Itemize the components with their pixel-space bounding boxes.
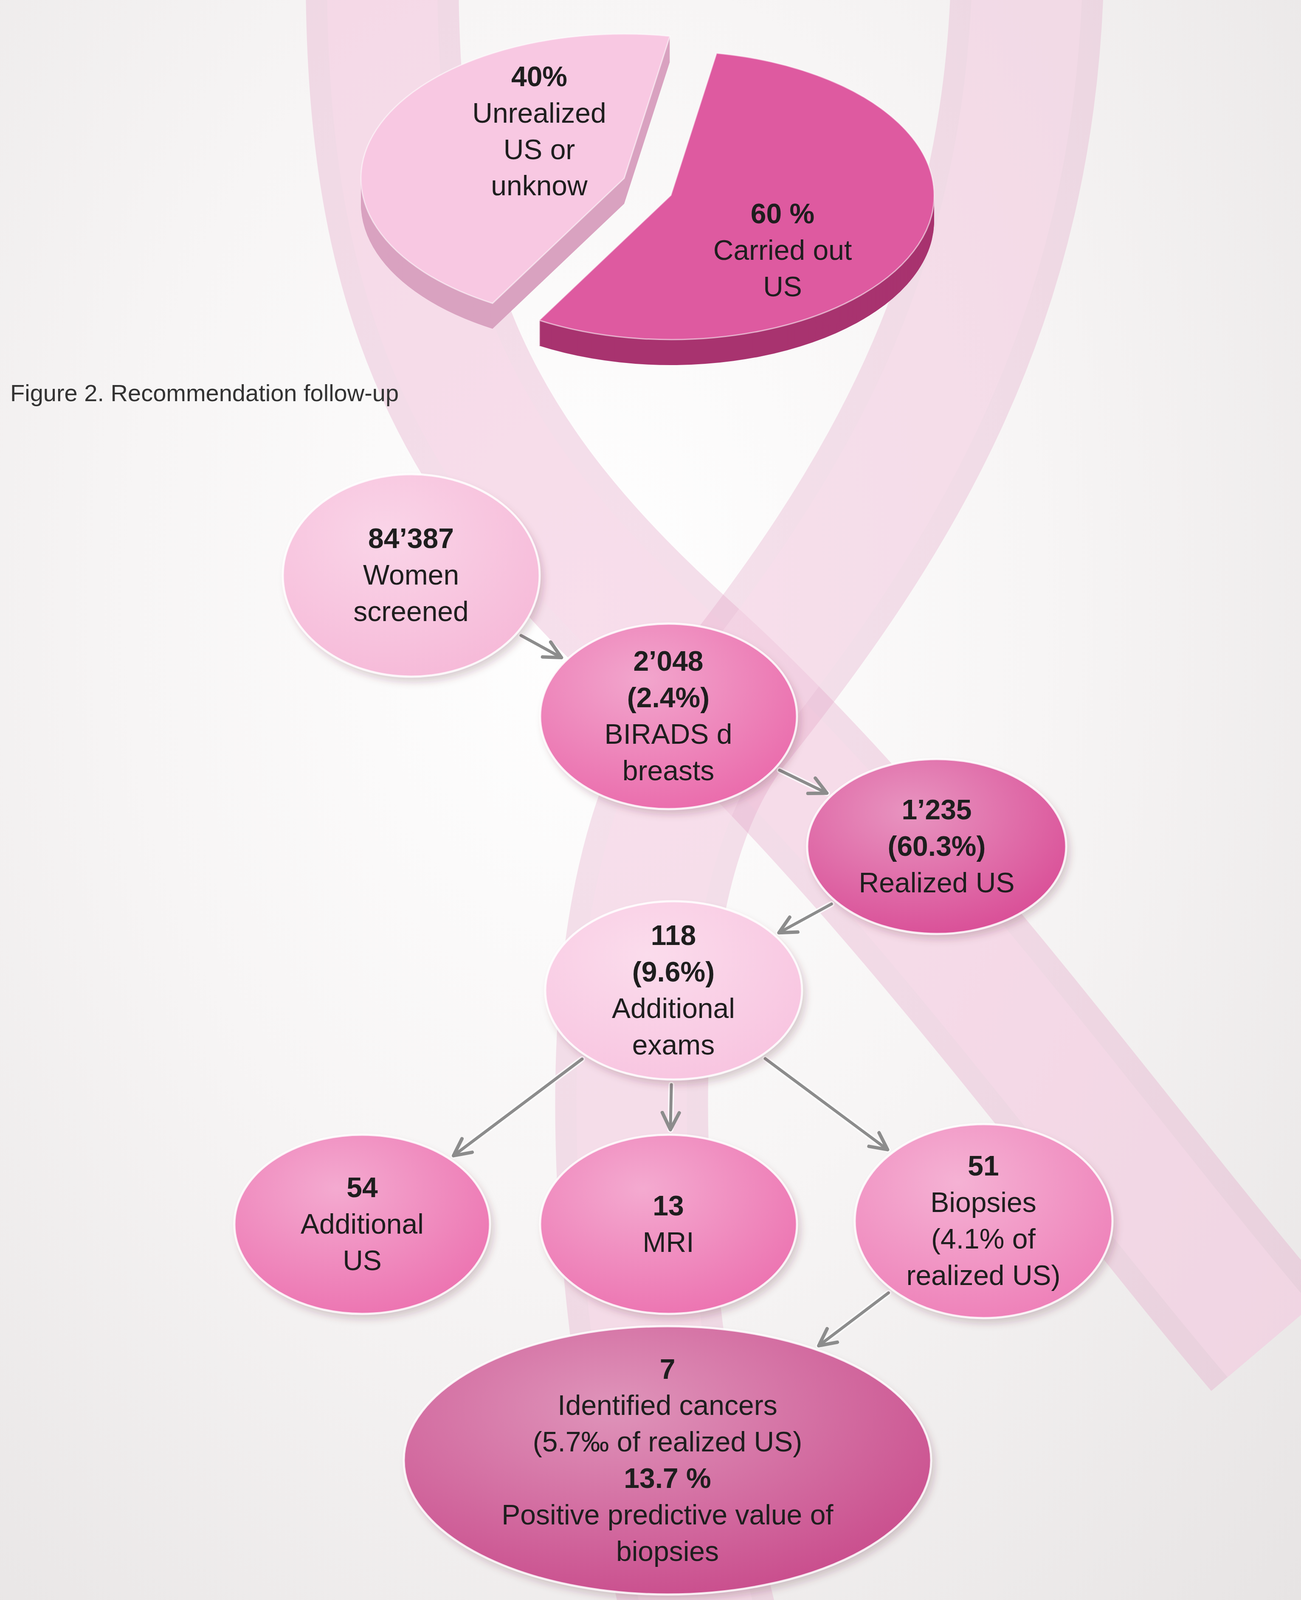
figure-caption: Figure 2. Recommendation follow-up xyxy=(10,378,399,408)
arrow-connector xyxy=(818,1292,889,1347)
arrow-connector xyxy=(520,635,562,658)
flow-ellipse: 2’048(2.4%)BIRADS d breasts xyxy=(538,622,799,812)
connector-halo xyxy=(520,635,562,658)
flow-ellipse: 1’235(60.3%)Realized US xyxy=(805,757,1068,936)
connector-halo xyxy=(779,770,827,794)
node-label: (2.4%) xyxy=(585,679,752,717)
connector-group xyxy=(670,1084,672,1130)
connector-halo xyxy=(818,1292,889,1347)
ellipse-fill xyxy=(234,1134,490,1315)
node-text-block: 13MRI xyxy=(538,1133,799,1316)
connector-group xyxy=(818,1292,889,1347)
result-ellipse: 7Identified cancers (5.7‰ of realized US… xyxy=(402,1324,933,1597)
node-value: 54 xyxy=(279,1169,445,1207)
node-text-block: 118(9.6%)Additional exams xyxy=(543,899,804,1082)
node-label: BIRADS d breasts xyxy=(585,716,752,790)
node-value: 51 xyxy=(900,1148,1067,1185)
node-value: 84’387 xyxy=(328,520,494,558)
node-text-block: 40%Unrealized US or unknow xyxy=(462,58,616,205)
node-label: Identified cancers (5.7‰ of realized US) xyxy=(518,1387,817,1461)
node-text-block: 51Biopsies (4.1% of realized US) xyxy=(853,1122,1115,1321)
connector-group xyxy=(779,770,827,794)
flow-ellipse: 118(9.6%)Additional exams xyxy=(543,899,804,1082)
node-value: 13 xyxy=(585,1188,752,1225)
node-value: 2’048 xyxy=(585,643,752,680)
flow-ellipse: 84’387Women screened xyxy=(281,472,542,679)
node-label: MRI xyxy=(585,1224,752,1262)
node-label: Additional exams xyxy=(590,990,757,1064)
node-shape xyxy=(534,47,940,371)
connector-halo xyxy=(453,1059,583,1157)
connector-group xyxy=(778,903,832,933)
ellipse-fill xyxy=(540,623,797,810)
node-text-block: 60 %Carried out US xyxy=(706,195,859,305)
connector-group xyxy=(453,1059,583,1157)
node-text-block: 7Identified cancers (5.7‰ of realized US… xyxy=(402,1324,933,1597)
ellipse-fill xyxy=(282,474,540,677)
node-label: Women screened xyxy=(328,557,494,631)
node-value: 118 xyxy=(590,917,757,955)
flow-ellipse: 13MRI xyxy=(538,1133,799,1316)
pie-slice: 60 %Carried out US xyxy=(534,47,940,371)
node-text-block: 84’387Women screened xyxy=(281,472,542,679)
node-label: Carried out US xyxy=(706,232,859,306)
node-value: 1’235 xyxy=(853,791,1020,829)
ellipse-fill xyxy=(854,1124,1113,1319)
connector-halo xyxy=(765,1058,888,1150)
ellipse-fill xyxy=(807,759,1067,935)
node-label: Positive predictive value of biopsies xyxy=(493,1497,842,1571)
node-shape xyxy=(538,1133,799,1316)
pie-slice-top xyxy=(539,53,935,340)
node-value: 7 xyxy=(518,1351,817,1389)
arrow-connector xyxy=(765,1058,888,1150)
arrow-connector xyxy=(453,1059,583,1157)
ellipse-fill xyxy=(403,1326,932,1595)
node-label: Unrealized US or unknow xyxy=(462,95,616,205)
node-text-block: 1’235(60.3%)Realized US xyxy=(805,757,1068,936)
node-label: (9.6%) xyxy=(590,954,757,991)
node-label: Biopsies (4.1% of realized US) xyxy=(900,1184,1067,1294)
connector-group xyxy=(765,1058,888,1150)
node-value: 40% xyxy=(462,58,616,96)
node-label: Additional US xyxy=(279,1206,445,1280)
node-label: 13.7 % xyxy=(518,1460,817,1498)
connector-halo xyxy=(778,903,832,933)
node-text-block: 2’048(2.4%)BIRADS d breasts xyxy=(538,622,799,812)
node-value: 60 % xyxy=(706,195,859,233)
flow-ellipse: 51Biopsies (4.1% of realized US) xyxy=(853,1122,1115,1321)
node-label: Realized US xyxy=(853,864,1020,902)
ellipse-fill xyxy=(545,901,803,1080)
connector-halo xyxy=(670,1084,672,1130)
arrow-connector xyxy=(670,1084,672,1130)
ellipse-fill xyxy=(540,1134,797,1315)
node-text-block: 54Additional US xyxy=(232,1133,492,1316)
arrow-connector xyxy=(779,770,827,794)
flow-ellipse: 54Additional US xyxy=(232,1133,492,1316)
arrow-connector xyxy=(778,903,832,933)
connector-group xyxy=(520,635,562,658)
node-label: (60.3%) xyxy=(853,828,1020,865)
